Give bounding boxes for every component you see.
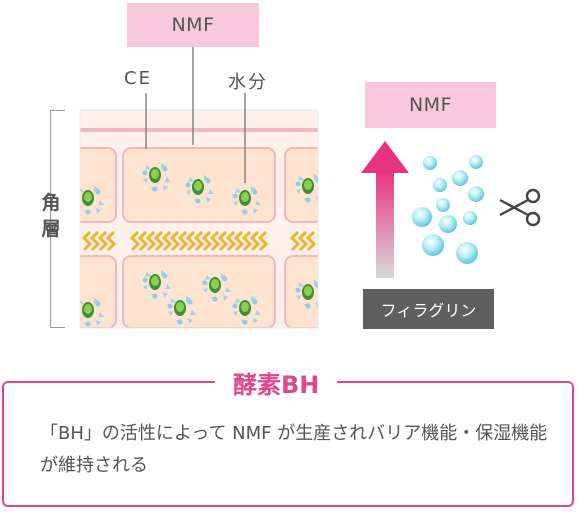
ce-label: CE [124,68,152,89]
enzyme-title: 酵素BH [215,365,338,400]
enzyme-description: 「BH」の活性によって NMF が生産されバリア機能・保湿機能が維持される [40,423,548,476]
scissors-icon [499,188,541,227]
stratum-corneum-bracket [50,110,65,328]
stratum-corneum-label: 角層 [41,192,61,240]
nmf-top-label: NMF [127,3,259,47]
stratum-corneum-tissue [80,110,318,328]
water-label: 水分 [228,72,268,93]
nmf-right-label: NMF [365,82,496,128]
up-arrow-icon [361,141,409,278]
nmf-droplets [412,155,484,264]
filaggrin-label: フィラグリン [363,289,494,329]
